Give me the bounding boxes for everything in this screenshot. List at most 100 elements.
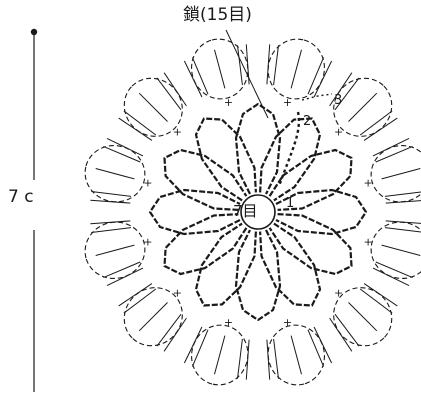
stitch-mark — [138, 302, 168, 332]
chain-petal — [234, 102, 282, 195]
outer-scallop — [84, 221, 146, 279]
sc-cross-mark: + — [143, 236, 152, 249]
stitch-mark — [123, 110, 157, 136]
stitch-mark — [118, 283, 153, 307]
stitch-mark — [90, 199, 131, 204]
stitch-mark — [191, 329, 209, 367]
round-3-label: 3 — [334, 93, 343, 108]
stitch-mark — [266, 44, 271, 85]
stitch-mark — [329, 72, 353, 107]
stitch-mark — [384, 191, 421, 197]
round-3-start-path — [301, 93, 333, 101]
stitch-mark — [385, 220, 421, 224]
chain-petal — [275, 188, 368, 236]
stitch-mark — [334, 313, 360, 347]
chain-petal — [148, 188, 241, 236]
chain-count-label: 鎖(15目) — [183, 5, 252, 25]
round-2-label: 2 — [303, 114, 312, 129]
stitch-mark — [363, 283, 398, 307]
stitch-mark — [359, 110, 393, 136]
chain-petal — [194, 117, 257, 202]
stitch-mark — [95, 168, 135, 180]
stitch-mark — [183, 60, 203, 98]
sc-cross-mark: + — [143, 177, 152, 190]
sc-cross-mark: + — [363, 177, 372, 190]
outer-scallop — [370, 221, 421, 279]
stitch-mark — [103, 145, 141, 163]
stitch-mark — [237, 338, 243, 379]
sc-cross-mark: + — [173, 287, 182, 300]
stitch-mark — [273, 45, 279, 86]
outer-scallop — [84, 145, 146, 203]
stitch-mark — [214, 49, 226, 89]
stitch-mark — [91, 227, 132, 233]
stitch-mark — [163, 317, 187, 352]
stitch-mark — [103, 261, 141, 279]
stitch-mark — [266, 339, 271, 380]
stitch-mark — [307, 329, 325, 367]
stitch-mark — [348, 302, 378, 332]
chain-petal — [268, 148, 353, 211]
stitch-mark — [313, 326, 333, 364]
slip-stitch-path — [277, 111, 301, 187]
stitch-mark — [329, 317, 353, 352]
stitch-mark — [290, 335, 302, 375]
stitch-mark — [106, 137, 144, 157]
stitch-mark — [95, 244, 135, 256]
stitch-mark — [381, 168, 421, 180]
stitch-mark — [375, 261, 413, 279]
stitch-mark — [214, 335, 226, 375]
stitch-mark — [156, 77, 182, 111]
sc-cross-mark: + — [283, 316, 292, 329]
stitch-mark — [237, 45, 243, 86]
outer-scallop — [191, 324, 249, 386]
sc-cross-mark: + — [334, 125, 343, 138]
sc-cross-mark: + — [283, 96, 292, 109]
stitch-mark — [290, 49, 302, 89]
sc-cross-mark: + — [173, 125, 182, 138]
stitch-mark — [348, 92, 378, 122]
sc-cross-mark: + — [224, 316, 233, 329]
outer-scallop — [267, 324, 325, 386]
stitch-mark — [381, 244, 421, 256]
stitch-mark — [334, 77, 360, 111]
stitch-mark — [91, 191, 132, 197]
center-ring — [240, 194, 276, 230]
chain-petal — [163, 213, 248, 276]
sc-cross-mark: + — [363, 236, 372, 249]
center-ring-label: 7目 — [233, 202, 258, 220]
outer-scallop — [191, 38, 249, 100]
chain-petal — [234, 229, 282, 322]
stitch-mark — [106, 267, 144, 287]
stitch-mark — [90, 220, 131, 225]
stitch-mark — [372, 267, 410, 287]
stitch-mark — [307, 57, 325, 95]
sc-cross-mark: + — [224, 96, 233, 109]
stitch-mark — [163, 72, 187, 107]
stitch-mark — [384, 227, 421, 233]
stitch-mark — [359, 288, 393, 314]
stitch-mark — [385, 200, 421, 204]
round-1-label: 1 — [286, 196, 295, 211]
stitch-mark — [183, 326, 203, 364]
stitch-mark — [375, 145, 413, 163]
outer-scallop — [333, 287, 393, 347]
outer-scallop — [370, 145, 421, 203]
chain-petal — [163, 148, 248, 211]
chain-petal — [259, 117, 322, 202]
size-dimension-label: 7 c — [8, 187, 34, 207]
outer-scallop — [123, 287, 183, 347]
stitch-mark — [372, 137, 410, 157]
chain-petal — [259, 222, 322, 307]
stitch-mark — [313, 60, 333, 98]
stitch-mark — [123, 288, 157, 314]
sc-cross-mark: + — [334, 287, 343, 300]
stitch-mark — [273, 338, 279, 379]
stitch-mark — [138, 92, 168, 122]
title-leader-line — [225, 29, 269, 119]
stitch-mark — [118, 117, 153, 141]
stitch-mark — [156, 313, 182, 347]
stitch-mark — [363, 117, 398, 141]
